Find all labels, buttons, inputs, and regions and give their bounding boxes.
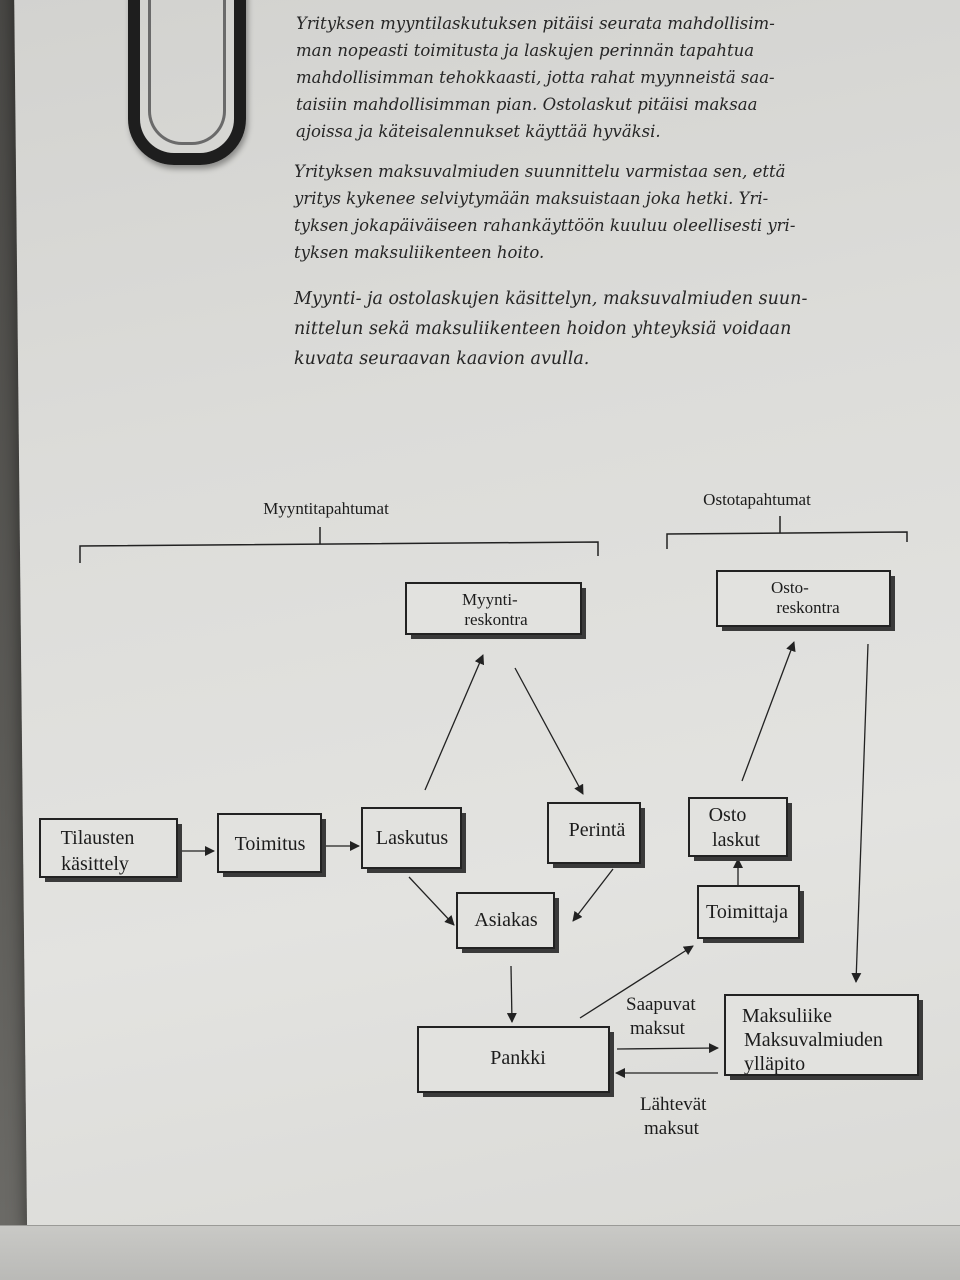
node-toimitus-box [217,813,322,873]
node-myyntireskontra-line-2: reskontra [464,610,528,629]
node-maksuliike-line-1: Maksuliike [742,1005,832,1027]
paragraph-2-line-2: yritys kykenee selviytymään maksuistaan … [294,189,769,208]
node-toimittaja-box [697,885,800,939]
node-asiakas: Asiakas [456,892,559,953]
node-ostolaskut-label: Osto laskut [709,804,761,851]
node-pankki-label: Pankki [490,1047,546,1069]
node-ostolaskut: Osto laskut [688,797,792,861]
node-asiakas-line-1: Asiakas [474,909,538,931]
edge-pankki-to-maksuliike [616,1043,719,1054]
node-pankki-line-1: Pankki [490,1047,546,1069]
node-myyntireskontra-label: Myynti- reskontra [462,590,528,629]
node-toimitus-label: Toimitus [235,833,306,855]
paper-clip-inner-loop [148,0,226,145]
paragraph-3-line-3: kuvata seuraavan kaavion avulla. [294,349,590,369]
edge-ostoreskontra-to-maksuliike [851,643,869,983]
node-ostoreskontra-line-1: Osto- [771,578,809,597]
paragraph-3: Myynti- ja ostolaskujen käsittelyn, maks… [294,284,854,374]
sales-bracket-line [79,541,599,563]
node-laskutus: Laskutus [361,807,466,873]
node-toimitus-line-1: Toimitus [235,833,306,855]
paragraph-2-line-3: tyksen jokapäiväiseen rahankäyttöön kuul… [294,216,796,235]
node-myyntireskontra-line-1: Myynti- [462,590,518,609]
outgoing-payments-line-1: Lähtevät [640,1094,707,1115]
node-ostolaskut-line-1: Osto [709,804,747,826]
node-maksuliike-label: Maksuliike Maksuvalmiuden ylläpito [742,1005,888,1075]
paragraph-2: Yrityksen maksuvalmiuden suunnittelu var… [294,158,854,266]
paragraph-3-line-2: nittelun sekä maksuliikenteen hoidon yht… [294,319,792,339]
node-tilausten-kasittely-line-1: Tilausten [61,827,135,849]
paragraph-1-line-1: Yrityksen myyntilaskutuksen pitäisi seur… [296,14,775,33]
node-laskutus-box [361,807,462,869]
node-ostoreskontra: Osto- reskontra [716,570,895,631]
edge-perinta-to-asiakas [572,868,614,922]
node-ostoreskontra-label: Osto- reskontra [771,578,840,617]
outgoing-payments-line-2: maksut [644,1118,700,1139]
page-stack-edge [0,1225,960,1280]
edge-laskutus-to-myyntireskontra [424,654,485,791]
node-tilausten-kasittely-label: Tilausten käsittely [61,827,140,875]
node-myyntireskontra-box [405,582,582,635]
edges [180,641,869,1078]
outgoing-payments-label: Lähtevät maksut [640,1094,711,1139]
node-toimitus: Toimitus [217,813,326,877]
node-myyntireskontra: Myynti- reskontra [405,582,586,639]
incoming-payments-line-1: Saapuvat [626,994,696,1015]
node-laskutus-label: Laskutus [376,827,448,849]
node-maksuliike: Maksuliike Maksuvalmiuden ylläpito [724,994,923,1080]
edge-labels: Saapuvat maksut Lähtevät maksut [626,994,711,1139]
node-ostolaskut-box [688,797,788,857]
sales-group-label: Myyntitapahtumat [263,499,389,518]
node-ostolaskut-line-2: laskut [712,829,760,851]
purchases-bracket-line [666,531,908,549]
paragraph-1-line-2: man nopeasti toimitusta ja laskujen peri… [296,41,755,60]
paragraph-1-line-5: ajoissa ja käteisalennukset käyttää hyvä… [296,122,661,141]
paragraph-3-line-1: Myynti- ja ostolaskujen käsittelyn, maks… [294,289,808,309]
edge-pankki-to-toimittaja [579,945,694,1019]
purchases-group-label: Ostotapahtumat [703,490,811,509]
node-ostoreskontra-line-2: reskontra [776,598,840,617]
node-laskutus-line-1: Laskutus [376,827,448,849]
node-toimittaja-label: Toimittaja [706,901,788,923]
node-asiakas-label: Asiakas [474,909,538,931]
node-perinta-box [547,802,641,864]
node-maksuliike-line-3: ylläpito [744,1053,805,1075]
edge-myyntireskontra-to-perinta [514,667,584,795]
node-perinta-line-1: Perintä [569,819,626,841]
node-maksuliike-line-2: Maksuvalmiuden [744,1029,883,1051]
edge-laskutus-to-asiakas [408,876,455,926]
paragraph-2-line-1: Yrityksen maksuvalmiuden suunnittelu var… [294,162,786,181]
node-toimittaja-line-1: Toimittaja [706,901,788,923]
node-asiakas-box [456,892,555,949]
edge-ostolaskut-to-ostoreskontra [741,641,796,782]
node-tilausten-kasittely: Tilausten käsittely [39,818,182,882]
edge-asiakas-to-pankki [506,965,517,1023]
node-ostoreskontra-box [716,570,891,627]
node-pankki: Pankki [417,1026,614,1097]
sales-group-bracket: Myyntitapahtumat [79,499,599,563]
paragraph-2-line-4: tyksen maksuliikenteen hoito. [294,243,545,262]
node-toimittaja: Toimittaja [697,885,804,943]
incoming-payments-label: Saapuvat maksut [626,994,700,1039]
node-perinta: Perintä [547,802,645,868]
paragraph-1-line-3: mahdollisimman tehokkaasti, jotta rahat … [296,68,775,87]
paragraph-1: Yrityksen myyntilaskutuksen pitäisi seur… [296,10,856,145]
incoming-payments-line-2: maksut [630,1018,686,1039]
node-tilausten-kasittely-box [39,818,178,878]
node-maksuliike-box [724,994,919,1076]
node-pankki-box [417,1026,610,1093]
purchases-group-bracket: Ostotapahtumat [666,490,908,549]
node-perinta-label: Perintä [569,819,626,841]
paragraph-1-line-4: taisiin mahdollisimman pian. Ostolaskut … [296,95,758,114]
node-tilausten-kasittely-line-2: käsittely [61,853,129,875]
